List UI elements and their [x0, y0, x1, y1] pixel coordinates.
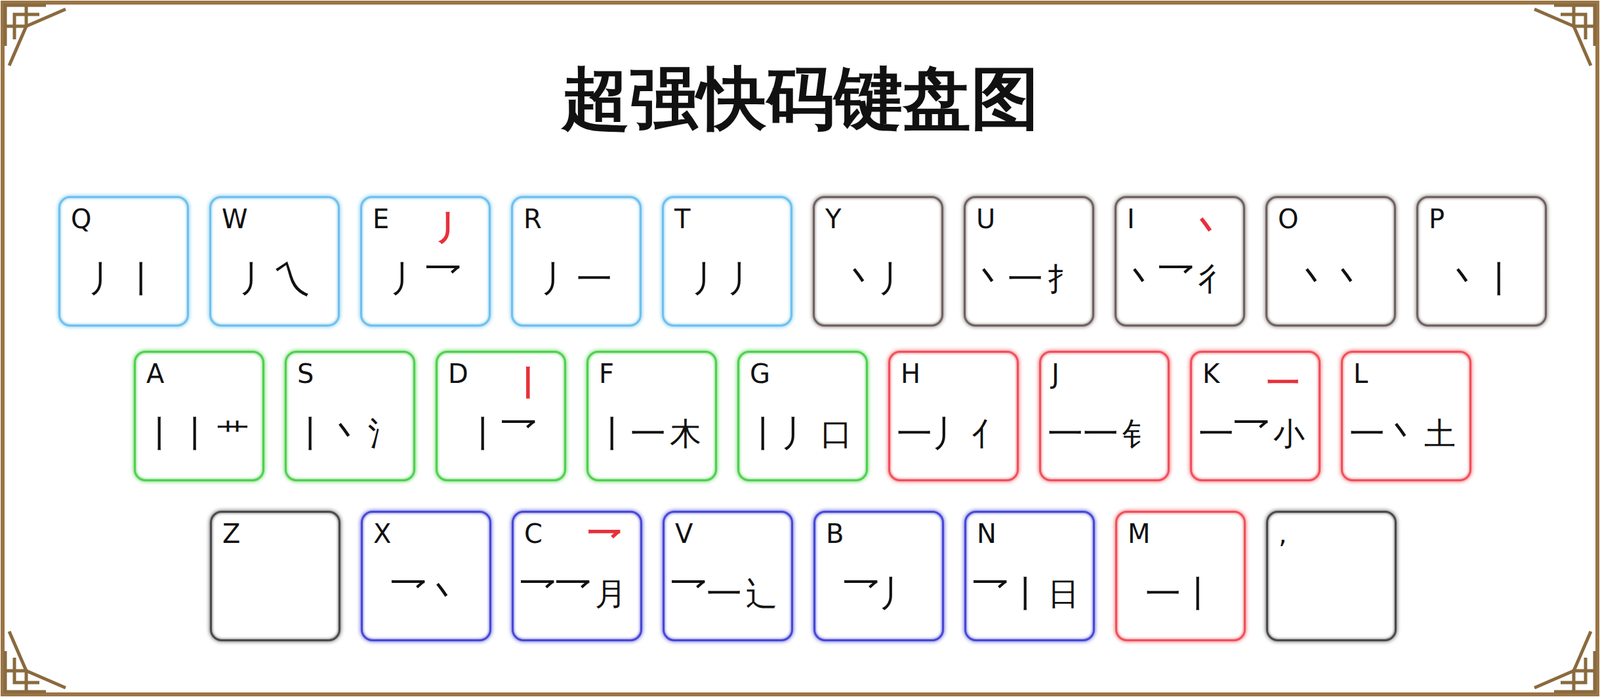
stroke-code: 一乛 [1198, 414, 1270, 454]
keyboard-key: , [1266, 511, 1397, 642]
key-letter: Q [70, 204, 92, 234]
stroke-code: 丨丨 [142, 414, 214, 454]
keyboard-key: P丶丨 [1416, 196, 1547, 327]
keyboard-key: J 一一钅 [1039, 350, 1170, 482]
keyboard-key: X 乛丶 [360, 511, 492, 642]
key-letter: D [448, 359, 469, 389]
key-letter: B [825, 519, 844, 549]
stroke-code: 丶一 [972, 259, 1044, 299]
keyboard-key: G 丨丿口 [737, 350, 868, 482]
red-stroke-mark: 丿 [436, 210, 470, 247]
stroke-code: 丶丿 [842, 259, 914, 299]
key-letter: U [976, 204, 996, 234]
key-letter: W [221, 204, 248, 234]
keyboard-key: K 一一乛小 [1189, 350, 1321, 482]
stroke-code: 乛丿 [843, 574, 915, 614]
key-letter: L [1353, 359, 1368, 389]
keyboard-key: N 乛丨日 [964, 511, 1095, 642]
stroke-code: 一丶 [1349, 414, 1421, 454]
radical-label: 钅 [1122, 416, 1154, 452]
radical-label: 彳 [1197, 261, 1230, 297]
red-stroke-mark: 丶 [1191, 210, 1225, 247]
stroke-code: 丿乛 [390, 259, 462, 299]
stroke-code: 丨乛 [465, 414, 537, 454]
keyboard-key: D 丨丨乛 [435, 350, 567, 482]
key-letter: S [297, 359, 314, 389]
key-letter: E [372, 204, 390, 234]
radical-label: 月 [594, 576, 627, 612]
stroke-code: 一丨 [1145, 574, 1217, 614]
stroke-code: 丿一 [541, 259, 613, 299]
radical-label: 木 [669, 416, 702, 452]
red-stroke-mark: 乛 [588, 525, 622, 562]
red-stroke-mark: 丨 [512, 365, 546, 402]
keyboard-key: B 乛丿 [813, 511, 944, 642]
keyboard-key: T丿丿 [661, 196, 793, 327]
radical-label: 小 [1273, 416, 1305, 452]
key-letter: C [524, 519, 543, 549]
radical-label: 扌 [1046, 261, 1079, 297]
key-letter: A [146, 359, 165, 389]
stroke-code: 丨丿 [745, 414, 817, 454]
stroke-code: 丿丨 [88, 259, 160, 299]
stroke-code: 丶乛 [1123, 259, 1194, 299]
stroke-code: 乛一 [671, 574, 742, 614]
key-letter: K [1202, 359, 1220, 389]
key-letter: M [1127, 519, 1151, 549]
radical-label: 辶 [745, 576, 778, 612]
radical-label: 艹 [217, 416, 249, 452]
keyboard-key: F 丨一木 [586, 350, 718, 482]
key-letter: N [976, 519, 997, 549]
keyboard-key: H 一丿亻 [888, 350, 1019, 482]
key-letter: V [675, 519, 693, 549]
red-stroke-mark: 一 [1266, 365, 1300, 402]
stroke-code: 乛乛 [520, 574, 592, 614]
stroke-code: 丶丨 [1446, 259, 1518, 299]
keyboard-key: U 丶一扌 [963, 196, 1095, 327]
key-letter: F [598, 359, 615, 389]
radical-label: 口 [820, 416, 853, 452]
stroke-code: 一一 [1047, 414, 1119, 454]
keyboard-key: Y丶丿 [812, 196, 944, 327]
key-letter: G [749, 359, 771, 389]
key-letter: X [373, 519, 391, 549]
stroke-code: 乛丨 [972, 574, 1044, 614]
stroke-code: 丿乀 [239, 259, 311, 299]
keyboard-key: E 丿丿乛 [360, 196, 491, 327]
keyboard-key: I 丶丶乛彳 [1114, 196, 1246, 327]
keyboard-key: Z [209, 511, 341, 642]
key-letter: T [674, 204, 691, 234]
radical-label: 日 [1047, 576, 1080, 612]
key-letter: J [1051, 359, 1060, 389]
keyboard-key: L 一丶土 [1340, 350, 1472, 482]
key-letter: Z [222, 519, 241, 549]
stroke-code: 一丿 [896, 414, 968, 454]
keyboard-key: V 乛一辶 [662, 511, 794, 642]
diagram-title: 超强快码键盘图 [0, 57, 1600, 140]
key-letter: O [1277, 204, 1299, 234]
stroke-code: 乛丶 [390, 574, 462, 614]
keyboard-key: Q 丿丨 [58, 196, 189, 327]
keyboard-key: A 丨丨艹 [133, 350, 265, 482]
stroke-code: 丨一 [594, 414, 666, 454]
radical-label: 氵 [368, 416, 400, 452]
stroke-code: 丿丿 [692, 259, 763, 299]
keyboard-key: S 丨丶氵 [284, 350, 416, 482]
key-letter: H [900, 359, 921, 389]
key-letter: I [1127, 204, 1135, 234]
keyboard-key: C乛乛乛月 [511, 511, 643, 642]
radical-label: 土 [1424, 416, 1456, 452]
keyboard-key: M 一丨 [1115, 511, 1246, 642]
keyboard-key: O 丶丶 [1265, 196, 1396, 327]
stroke-code: 丨丶 [293, 414, 365, 454]
radical-label: 亻 [971, 416, 1004, 452]
key-letter: , [1278, 519, 1288, 549]
key-letter: R [523, 204, 542, 234]
keyboard-key: R 丿一 [511, 196, 642, 327]
key-letter: P [1428, 204, 1445, 234]
key-letter: Y [825, 204, 842, 234]
keyboard-key: W 丿乀 [209, 196, 340, 327]
stroke-code: 丶丶 [1295, 259, 1367, 299]
